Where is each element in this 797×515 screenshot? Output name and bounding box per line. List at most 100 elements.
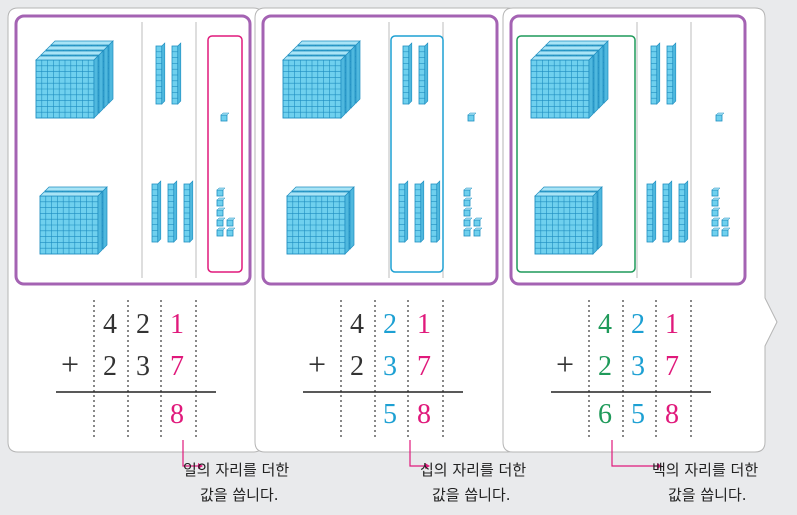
digit: 2 bbox=[598, 351, 612, 382]
digit: 4 bbox=[350, 309, 364, 340]
digit: 2 bbox=[350, 351, 364, 382]
digit: 8 bbox=[417, 399, 431, 430]
flat-side bbox=[592, 191, 598, 255]
unit-cube bbox=[711, 197, 721, 207]
unit-cube bbox=[226, 217, 236, 227]
cube-top bbox=[715, 112, 725, 116]
flat-top bbox=[287, 50, 351, 56]
cube-top bbox=[721, 227, 731, 231]
caption-tens: 십의 자리를 더한 bbox=[420, 458, 526, 482]
ten-rod bbox=[155, 42, 166, 105]
highlight-ones bbox=[207, 35, 243, 273]
digit: 2 bbox=[103, 351, 117, 382]
cube-face bbox=[711, 199, 719, 207]
pointer-line bbox=[182, 440, 198, 467]
flat-top bbox=[291, 186, 355, 192]
rod-side bbox=[189, 180, 194, 243]
flat-top bbox=[530, 55, 594, 61]
rod-side bbox=[173, 180, 178, 243]
cube-top bbox=[463, 197, 473, 201]
cube-face bbox=[715, 114, 723, 122]
flat-top bbox=[35, 55, 99, 61]
caption-tens-line2: 값을 씁니다. bbox=[432, 486, 511, 504]
caption-hundreds-line1: 백의 자리를 더한 bbox=[652, 461, 759, 479]
cube-face bbox=[216, 229, 224, 237]
ten-rod bbox=[646, 180, 657, 243]
flat-side bbox=[603, 40, 609, 104]
unit-cube bbox=[463, 197, 473, 207]
caption-ones-line1: 일의 자리를 더한 bbox=[183, 461, 290, 479]
caption-ones: 일의 자리를 더한 bbox=[183, 458, 289, 482]
flat-top bbox=[535, 50, 599, 56]
digit: 7 bbox=[665, 351, 679, 382]
unit-cube bbox=[216, 197, 226, 207]
cube-face bbox=[216, 209, 224, 217]
cube-face bbox=[473, 219, 481, 227]
ten-rod bbox=[666, 42, 677, 105]
flat-top bbox=[540, 45, 604, 51]
cube-face bbox=[226, 229, 234, 237]
rod-side bbox=[161, 42, 166, 105]
cube-face bbox=[216, 219, 224, 227]
digit: 7 bbox=[417, 351, 431, 382]
pointer-line bbox=[409, 440, 425, 467]
flat-top bbox=[40, 50, 104, 56]
caption-tens-line1: 십의 자리를 더한 bbox=[420, 461, 527, 479]
cube-top bbox=[216, 227, 226, 231]
digit: 6 bbox=[598, 399, 612, 430]
flat-top bbox=[39, 191, 103, 197]
flat-side bbox=[97, 191, 103, 255]
caption-ones-2: 값을 씁니다. bbox=[200, 483, 279, 507]
flat-side bbox=[108, 40, 114, 104]
hundred-flat bbox=[534, 191, 598, 255]
unit-cube bbox=[473, 227, 483, 237]
cube-top bbox=[721, 217, 731, 221]
flat-top bbox=[45, 45, 109, 51]
hundred-flat bbox=[35, 55, 99, 119]
cube-top bbox=[226, 227, 236, 231]
flat-side bbox=[598, 45, 604, 109]
cube-top bbox=[216, 197, 226, 201]
hundred-flat bbox=[39, 191, 103, 255]
flat-side bbox=[349, 186, 355, 250]
digit: 1 bbox=[417, 309, 431, 340]
unit-cube bbox=[216, 187, 226, 197]
caption-hundreds-2: 값을 씁니다. bbox=[668, 483, 747, 507]
digit: 5 bbox=[631, 399, 645, 430]
cube-face bbox=[711, 189, 719, 197]
highlight-hundreds bbox=[516, 35, 636, 273]
unit-cube bbox=[463, 187, 473, 197]
rod-side bbox=[420, 180, 425, 243]
caption-tens-2: 값을 씁니다. bbox=[432, 483, 511, 507]
pointer-head bbox=[425, 463, 430, 469]
flat-side bbox=[355, 40, 361, 104]
digit: 2 bbox=[383, 309, 397, 340]
ten-rod bbox=[418, 42, 429, 105]
pointer-head bbox=[657, 463, 662, 469]
digit: 5 bbox=[383, 399, 397, 430]
cube-face bbox=[721, 219, 729, 227]
ten-rod bbox=[402, 42, 413, 105]
rod-side bbox=[404, 180, 409, 243]
rod-side bbox=[424, 42, 429, 105]
ten-rod bbox=[151, 180, 162, 243]
cube-top bbox=[711, 207, 721, 211]
hundred-flat bbox=[286, 191, 350, 255]
cube-top bbox=[463, 187, 473, 191]
cube-face bbox=[216, 199, 224, 207]
unit-cube bbox=[473, 217, 483, 227]
flat-top bbox=[50, 40, 114, 46]
ten-rod bbox=[678, 180, 689, 243]
ten-rod bbox=[183, 180, 194, 243]
digit: 3 bbox=[136, 351, 150, 382]
block-model-2 bbox=[261, 14, 499, 286]
unit-cube bbox=[711, 227, 721, 237]
caption-pointer-1 bbox=[182, 440, 203, 469]
flat-side bbox=[340, 55, 346, 119]
hundred-flat bbox=[530, 55, 594, 119]
flat-side bbox=[102, 186, 108, 250]
flat-top bbox=[44, 186, 108, 192]
rod-side bbox=[436, 180, 441, 243]
cube-top bbox=[216, 217, 226, 221]
